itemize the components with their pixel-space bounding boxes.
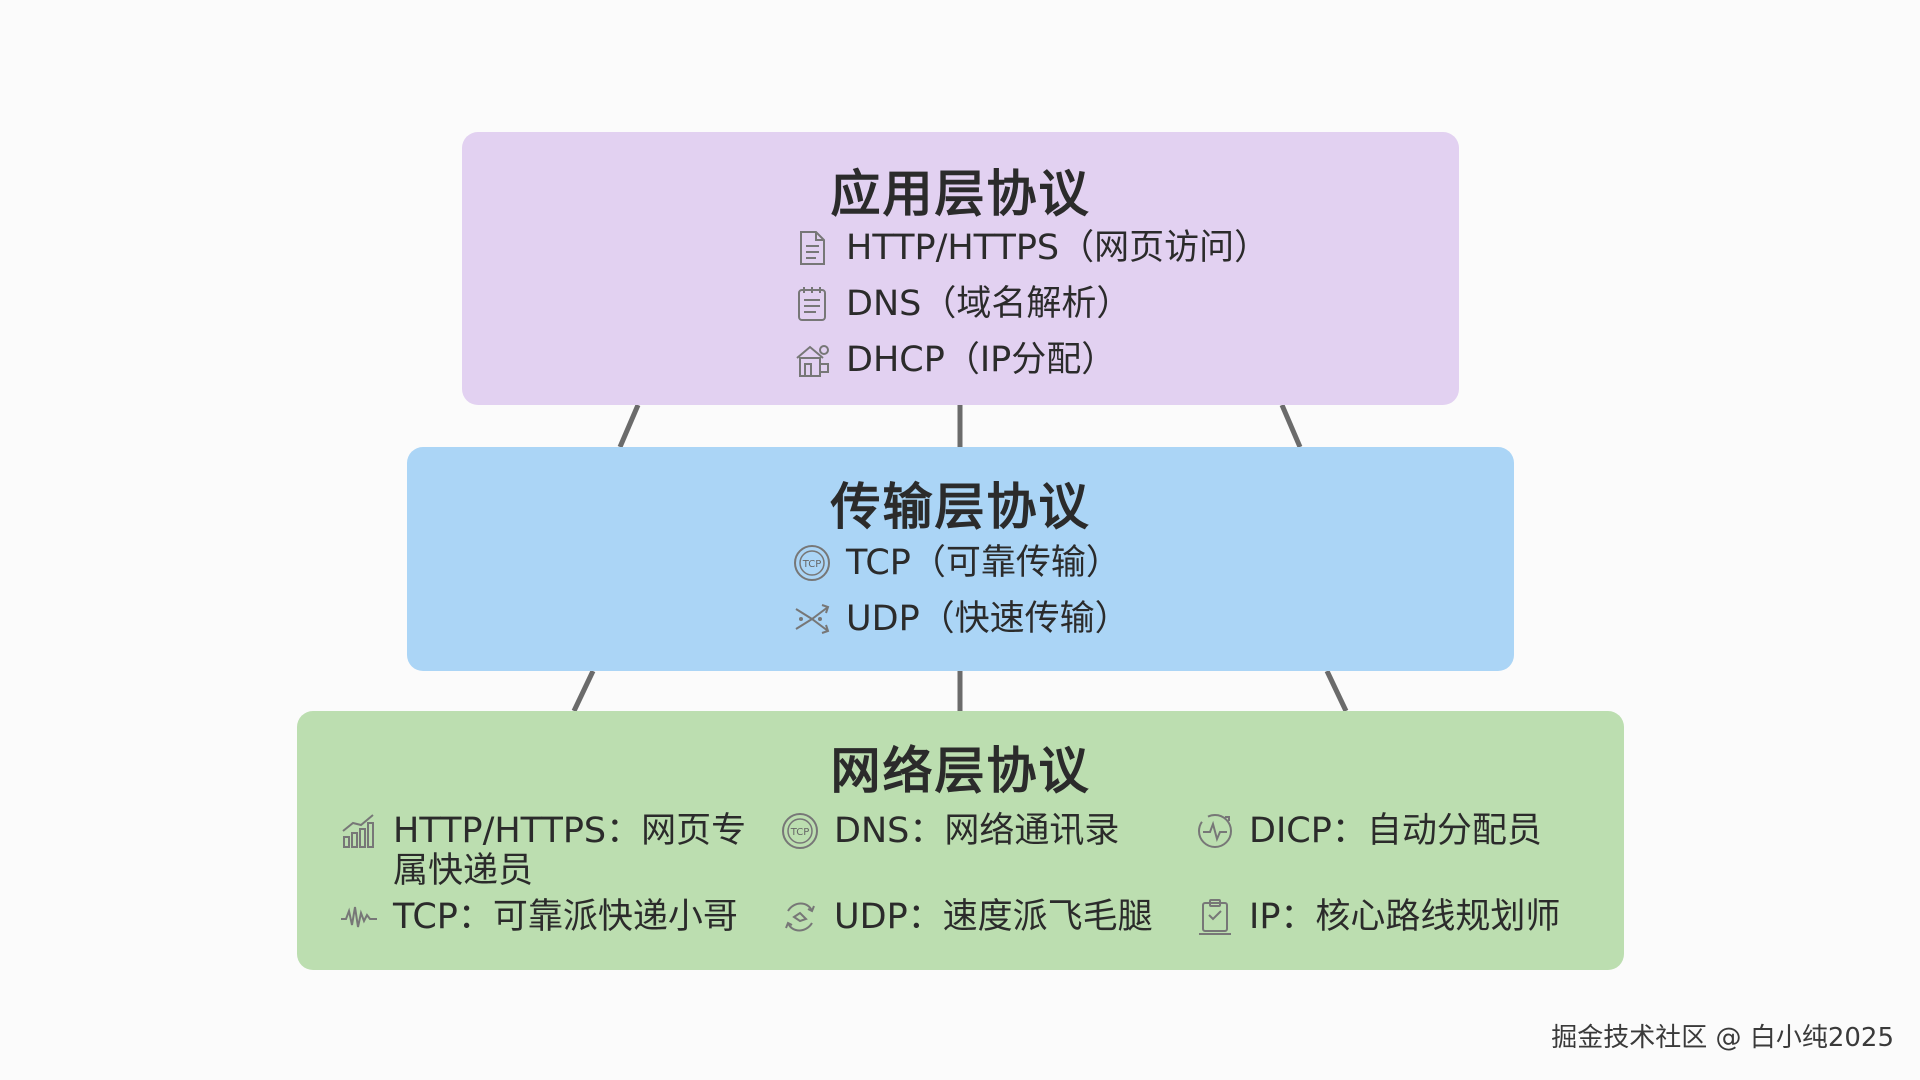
transport-item-tcp: TCP TCP（可靠传输） — [792, 543, 1121, 583]
connector-transport-network-left — [571, 669, 596, 713]
pulse-circle-icon — [1195, 811, 1235, 851]
network-item-tcp: TCP：可靠派快递小哥 — [339, 897, 753, 937]
application-layer-title: 应用层协议 — [830, 165, 1091, 223]
network-item-udp-label: UDP：速度派飞毛腿 — [834, 897, 1153, 937]
watermark-credit: 掘金技术社区 @ 白小纯2025 — [1551, 1023, 1894, 1053]
application-layer-box: 应用层协议 HTTP/HTTPS（网页访问） DNS（域名解析） DHCP（IP… — [462, 132, 1459, 405]
growth-chart-icon — [339, 811, 379, 851]
connector-app-transport-right — [1279, 404, 1303, 448]
transport-item-udp: UDP（快速传输） — [792, 599, 1130, 639]
network-item-dicp: DICP：自动分配员 — [1195, 811, 1609, 851]
svg-text:TCP: TCP — [802, 559, 822, 570]
app-item-dns: DNS（域名解析） — [792, 284, 1131, 324]
app-item-dhcp-label: DHCP（IP分配） — [846, 340, 1117, 380]
scatter-arrows-icon — [792, 599, 832, 639]
notepad-icon — [792, 284, 832, 324]
network-item-ip: IP：核心路线规划师 — [1195, 897, 1609, 937]
document-icon — [792, 228, 832, 268]
house-network-icon — [792, 340, 832, 380]
app-item-http-label: HTTP/HTTPS（网页访问） — [846, 228, 1270, 268]
connector-transport-network-right — [1324, 669, 1349, 713]
clipboard-icon — [1195, 897, 1235, 937]
network-item-dns: TCP DNS：网络通讯录 — [780, 811, 1194, 851]
tcp-badge-icon: TCP — [780, 811, 820, 851]
network-item-http-label: HTTP/HTTPS：网页专属快递员 — [393, 811, 747, 891]
app-item-http: HTTP/HTTPS（网页访问） — [792, 228, 1269, 268]
network-item-udp: UDP：速度派飞毛腿 — [780, 897, 1194, 937]
network-item-ip-label: IP：核心路线规划师 — [1249, 897, 1561, 937]
tcp-badge-icon: TCP — [792, 543, 832, 583]
svg-text:TCP: TCP — [790, 827, 810, 838]
network-item-http: HTTP/HTTPS：网页专属快递员 — [339, 811, 753, 891]
waveform-icon — [339, 897, 379, 937]
transport-layer-title: 传输层协议 — [830, 478, 1091, 536]
app-item-dhcp: DHCP（IP分配） — [792, 340, 1116, 380]
swirl-arrows-icon — [780, 897, 820, 937]
transport-item-tcp-label: TCP（可靠传输） — [846, 543, 1121, 583]
network-item-tcp-label: TCP：可靠派快递小哥 — [393, 897, 738, 937]
network-item-dns-label: DNS：网络通讯录 — [834, 811, 1120, 851]
transport-layer-box: 传输层协议 TCP TCP（可靠传输） UDP（快速传输） — [407, 447, 1514, 671]
network-layer-title: 网络层协议 — [830, 742, 1091, 800]
transport-item-udp-label: UDP（快速传输） — [846, 599, 1130, 639]
app-item-dns-label: DNS（域名解析） — [846, 284, 1132, 324]
connector-app-transport-left — [617, 404, 641, 448]
network-layer-box: 网络层协议 HTTP/HTTPS：网页专属快递员 TCP DNS：网络通讯录 D… — [297, 711, 1624, 970]
network-item-dicp-label: DICP：自动分配员 — [1249, 811, 1542, 851]
